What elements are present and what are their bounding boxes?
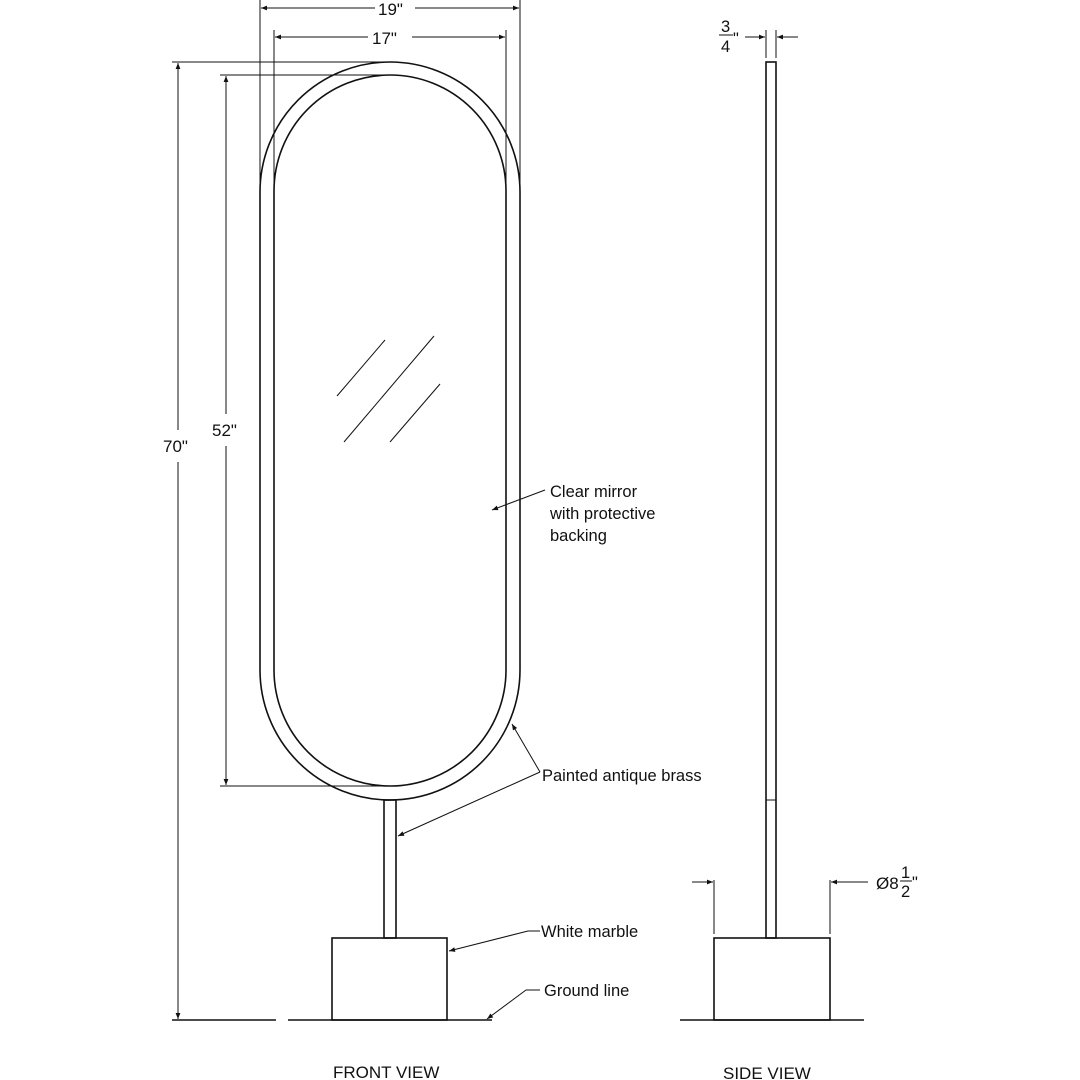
dimension-overall-height — [172, 61, 390, 1019]
base-diameter-unit: " — [912, 874, 918, 892]
side-frame — [765, 61, 777, 939]
mirror-callout-2: with protective — [549, 505, 655, 523]
base-diameter-denominator: 2 — [901, 883, 910, 901]
dimension-thickness — [719, 30, 798, 58]
thickness-numerator: 3 — [721, 18, 730, 36]
overall-height-label: 70" — [163, 437, 188, 456]
ground-leader — [486, 989, 540, 1020]
mirror-width-label: 17" — [372, 29, 397, 48]
front-view: 19" 17" 70" 52" Clear mirror with protec… — [163, 0, 702, 1080]
front-view-title: FRONT VIEW — [333, 1063, 439, 1080]
side-view: 3 4 " Ø8 1 2 " SIDE VIEW — [680, 18, 918, 1080]
base-diameter-numerator: 1 — [901, 864, 910, 882]
outer-frame — [259, 61, 521, 801]
mirror-callout-3: backing — [550, 527, 607, 545]
mirror-leader — [491, 489, 546, 511]
side-view-title: SIDE VIEW — [723, 1064, 811, 1080]
overall-width-label: 19" — [378, 0, 403, 19]
side-marble-base — [713, 937, 831, 1021]
dimension-overall-width — [259, 0, 521, 190]
pole — [383, 799, 397, 939]
frame-callout: Painted antique brass — [542, 767, 702, 785]
thickness-unit: " — [733, 30, 739, 48]
mirror-height-label: 52" — [212, 421, 237, 440]
ground-callout: Ground line — [544, 982, 629, 1000]
marble-callout: White marble — [541, 923, 638, 941]
marble-leader — [448, 930, 540, 952]
mirror-callout-1: Clear mirror — [550, 483, 638, 501]
mirror-glass — [273, 74, 507, 787]
glass-reflection-icon — [336, 335, 441, 443]
base-diameter-prefix: Ø8 — [876, 874, 899, 893]
dimension-mirror-height — [220, 74, 390, 787]
frame-leader — [397, 723, 541, 837]
dimension-base-diameter — [692, 879, 912, 934]
dimension-mirror-width — [273, 30, 507, 190]
marble-base — [331, 937, 448, 1021]
thickness-denominator: 4 — [721, 38, 730, 56]
